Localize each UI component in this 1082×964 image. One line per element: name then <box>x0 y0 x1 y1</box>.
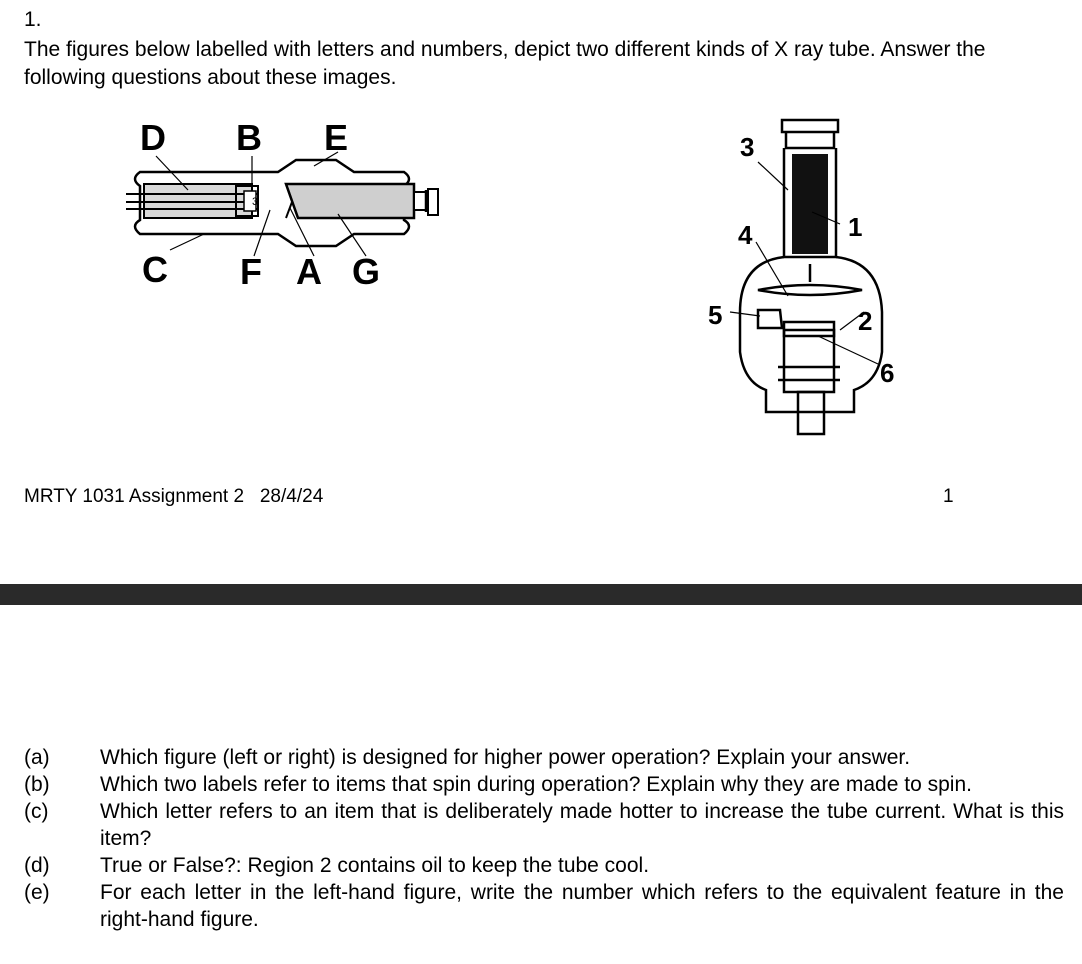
label-F: F <box>240 251 262 292</box>
rotating-anode-tube-figure: 3 1 4 5 2 6 <box>700 112 920 442</box>
label-E: E <box>324 117 348 158</box>
label-G: G <box>352 251 380 292</box>
sub-question-text: Which letter refers to an item that is d… <box>100 800 1064 850</box>
sub-question-letter: (e) <box>24 881 50 904</box>
label-2: 2 <box>858 306 872 336</box>
sub-question-letter: (c) <box>24 800 49 823</box>
label-5: 5 <box>708 300 722 330</box>
sub-question-text: Which figure (left or right) is designed… <box>100 746 911 769</box>
label-1: 1 <box>848 212 862 242</box>
label-3: 3 <box>740 132 754 162</box>
footer-course: MRTY 1031 Assignment 2 28/4/24 <box>24 486 324 507</box>
sub-question-text: For each letter in the left-hand figure,… <box>100 881 1064 931</box>
label-B: B <box>236 117 262 158</box>
label-D: D <box>140 117 166 158</box>
label-4: 4 <box>738 220 753 250</box>
label-C: C <box>142 249 168 290</box>
question-number: 1. <box>24 8 42 31</box>
footer-page-number: 1 <box>943 486 954 507</box>
sub-question: (a) Which figure (left or right) is desi… <box>24 744 1064 771</box>
question-intro: The figures below labelled with letters … <box>24 38 986 89</box>
svg-text:3: 3 <box>252 196 258 208</box>
page-separator <box>0 584 1082 605</box>
sub-question-text: True or False?: Region 2 contains oil to… <box>100 854 650 877</box>
sub-question-letter: (a) <box>24 746 50 769</box>
sub-question-letter: (d) <box>24 854 50 877</box>
sub-question-list: (a) Which figure (left or right) is desi… <box>24 744 1064 933</box>
label-6: 6 <box>880 358 894 388</box>
sub-question: (b) Which two labels refer to items that… <box>24 771 1064 798</box>
sub-question: (d) True or False?: Region 2 contains oi… <box>24 852 1064 879</box>
sub-question: (c) Which letter refers to an item that … <box>24 798 1064 852</box>
label-A: A <box>296 251 322 292</box>
stationary-anode-tube-figure: 3 D B E C F A G <box>118 112 458 292</box>
sub-question-letter: (b) <box>24 773 50 796</box>
sub-question: (e) For each letter in the left-hand fig… <box>24 879 1064 933</box>
sub-question-text: Which two labels refer to items that spi… <box>100 773 972 796</box>
